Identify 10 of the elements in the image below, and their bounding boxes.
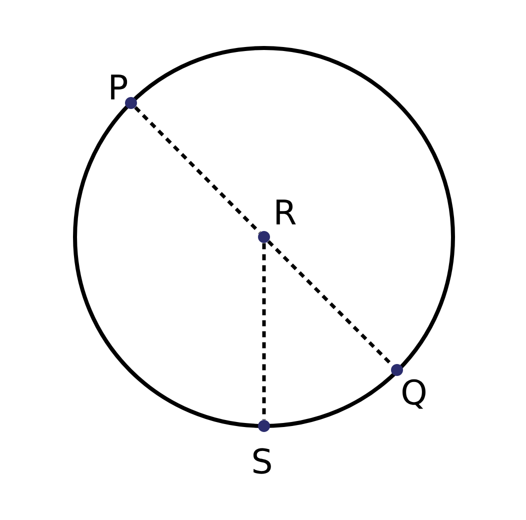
node-label: S [253,448,271,474]
node-label: P [111,74,128,100]
point: R [258,200,296,243]
node-label: Q [402,379,426,409]
node-label: R [276,200,296,224]
point: S [253,420,271,474]
dashed-line [134,106,261,234]
point: Q [391,364,426,409]
dashed-line [262,243,266,420]
point: P [111,74,137,109]
